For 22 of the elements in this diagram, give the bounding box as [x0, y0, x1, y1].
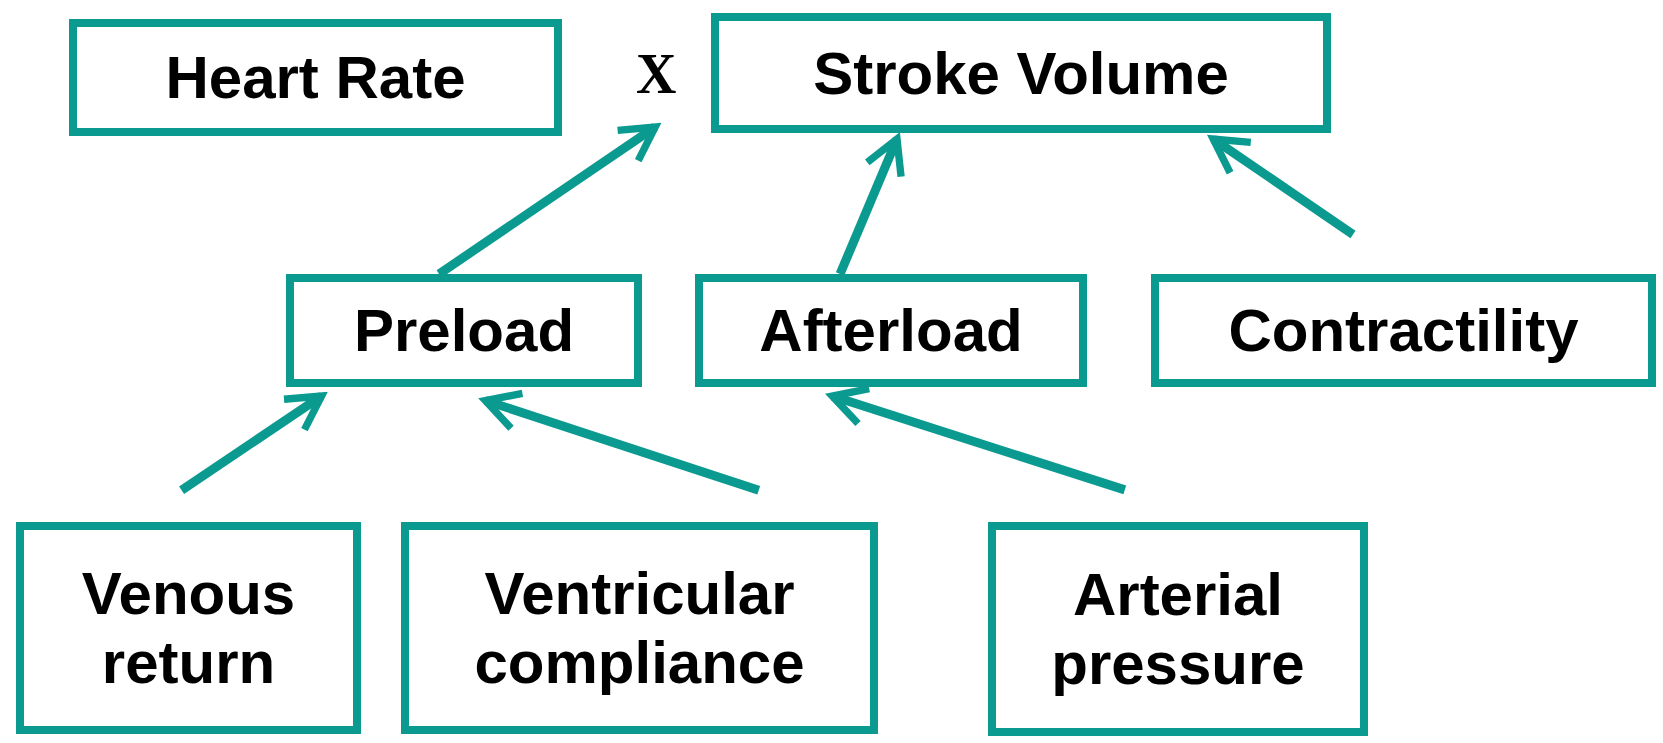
node-label: Contractility	[1228, 296, 1579, 365]
process-box	[695, 274, 1087, 387]
process-box	[401, 522, 878, 734]
process-box	[16, 522, 361, 734]
process-box	[286, 274, 642, 387]
arrow	[835, 135, 905, 276]
arrow	[481, 389, 761, 495]
arrow	[179, 392, 326, 494]
node-label: Venous return	[80, 559, 297, 697]
node-label: Preload	[353, 296, 575, 365]
node-label: Stroke Volume	[813, 38, 1229, 108]
node-label: Ventricular compliance	[473, 559, 806, 697]
arrow	[1209, 135, 1356, 239]
node-label: Afterload	[759, 296, 1023, 365]
process-box	[1151, 274, 1656, 387]
process-box	[69, 19, 562, 136]
multiplication-sign: X	[636, 42, 677, 106]
process-box	[711, 13, 1331, 133]
node-label: Arterial pressure	[1050, 560, 1306, 698]
node-label: Heart Rate	[165, 43, 466, 112]
process-box	[988, 522, 1368, 736]
arrow	[828, 385, 1127, 495]
